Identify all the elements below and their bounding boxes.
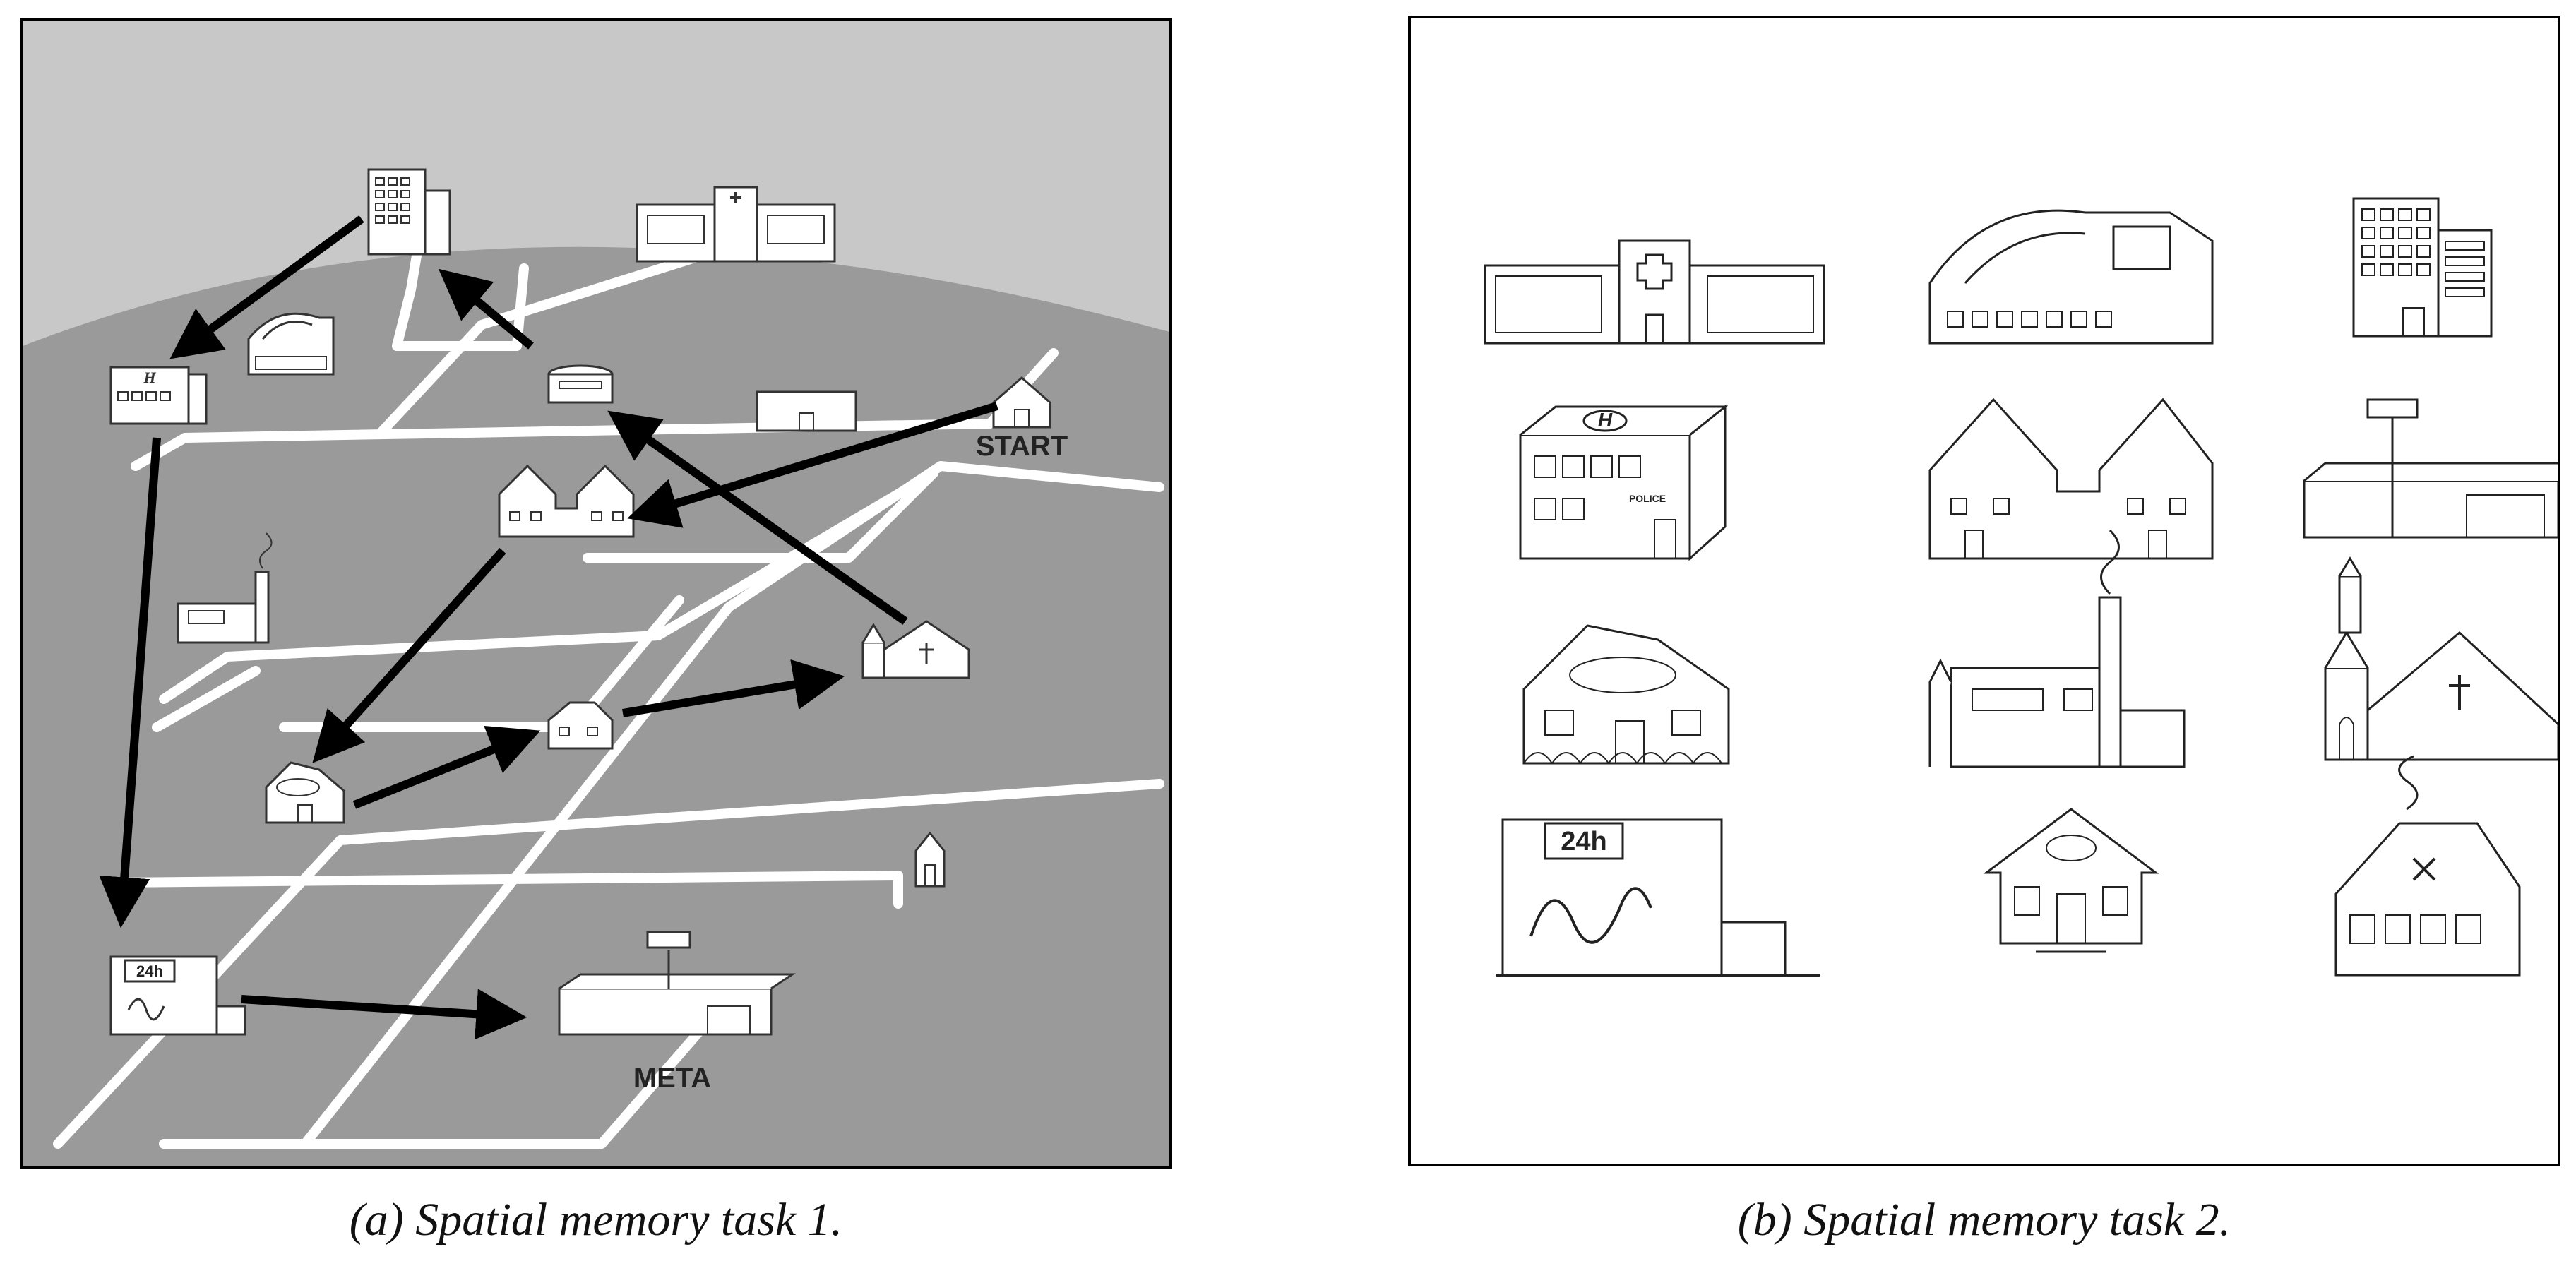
- building-pharmacy: [1522, 624, 1730, 765]
- route-arrow: [627, 402, 998, 528]
- building-police: H: [109, 366, 208, 425]
- building-supermarket: [558, 931, 796, 1036]
- building-restaurant: [2334, 755, 2521, 977]
- caption-b: (b) Spatial memory task 2.: [1737, 1194, 2231, 1246]
- building-factory: [177, 532, 273, 644]
- building-church: [2324, 556, 2558, 761]
- route-arrow: [438, 268, 534, 350]
- police-letter: H: [143, 369, 156, 386]
- building-office-tower: [367, 168, 451, 256]
- building-church: [861, 620, 970, 679]
- building-office-tower: [2352, 197, 2493, 338]
- panel-a-map: H START: [20, 18, 1172, 1169]
- building-twin-houses: [1928, 398, 2214, 560]
- building-post-office: [1983, 808, 2159, 953]
- building-hospital: [636, 186, 836, 263]
- route-arrow: [607, 410, 908, 625]
- building-store-24h: 24h: [1496, 818, 1820, 977]
- building-warehouse: [756, 390, 857, 432]
- route-arrow: [169, 215, 364, 359]
- building-small-house: [547, 701, 614, 750]
- building-supermarket: [2303, 398, 2558, 539]
- caption-a: (a) Spatial memory task 1.: [349, 1194, 843, 1246]
- building-school: [247, 312, 335, 376]
- building-store-24h: 24h: [109, 955, 246, 1036]
- buildings-svg: H POLICE: [1484, 197, 2558, 977]
- panel-b-buildings: H POLICE: [1408, 16, 2560, 1166]
- start-label: START: [976, 431, 1068, 462]
- building-factory: [1928, 529, 2186, 768]
- police-text: POLICE: [1629, 493, 1666, 504]
- route-arrow: [241, 989, 527, 1040]
- building-pharmacy: [265, 761, 345, 824]
- police-letter: H: [1598, 409, 1613, 431]
- store-24h-sign: 24h: [1561, 827, 1606, 856]
- building-chapel: [914, 831, 946, 888]
- building-school: [1928, 209, 2214, 345]
- building-bank: [547, 364, 614, 404]
- meta-label: META: [633, 1063, 711, 1094]
- store-24h-sign: 24h: [136, 962, 163, 980]
- map-svg: H START: [23, 168, 1169, 1166]
- route-arrow: [622, 659, 845, 717]
- route-arrow: [352, 725, 541, 809]
- route-arrows: [99, 215, 998, 1040]
- building-hospital: [1484, 239, 1825, 345]
- building-police: H POLICE: [1519, 404, 1729, 561]
- route-arrow: [99, 437, 161, 928]
- route-arrow: [312, 547, 506, 763]
